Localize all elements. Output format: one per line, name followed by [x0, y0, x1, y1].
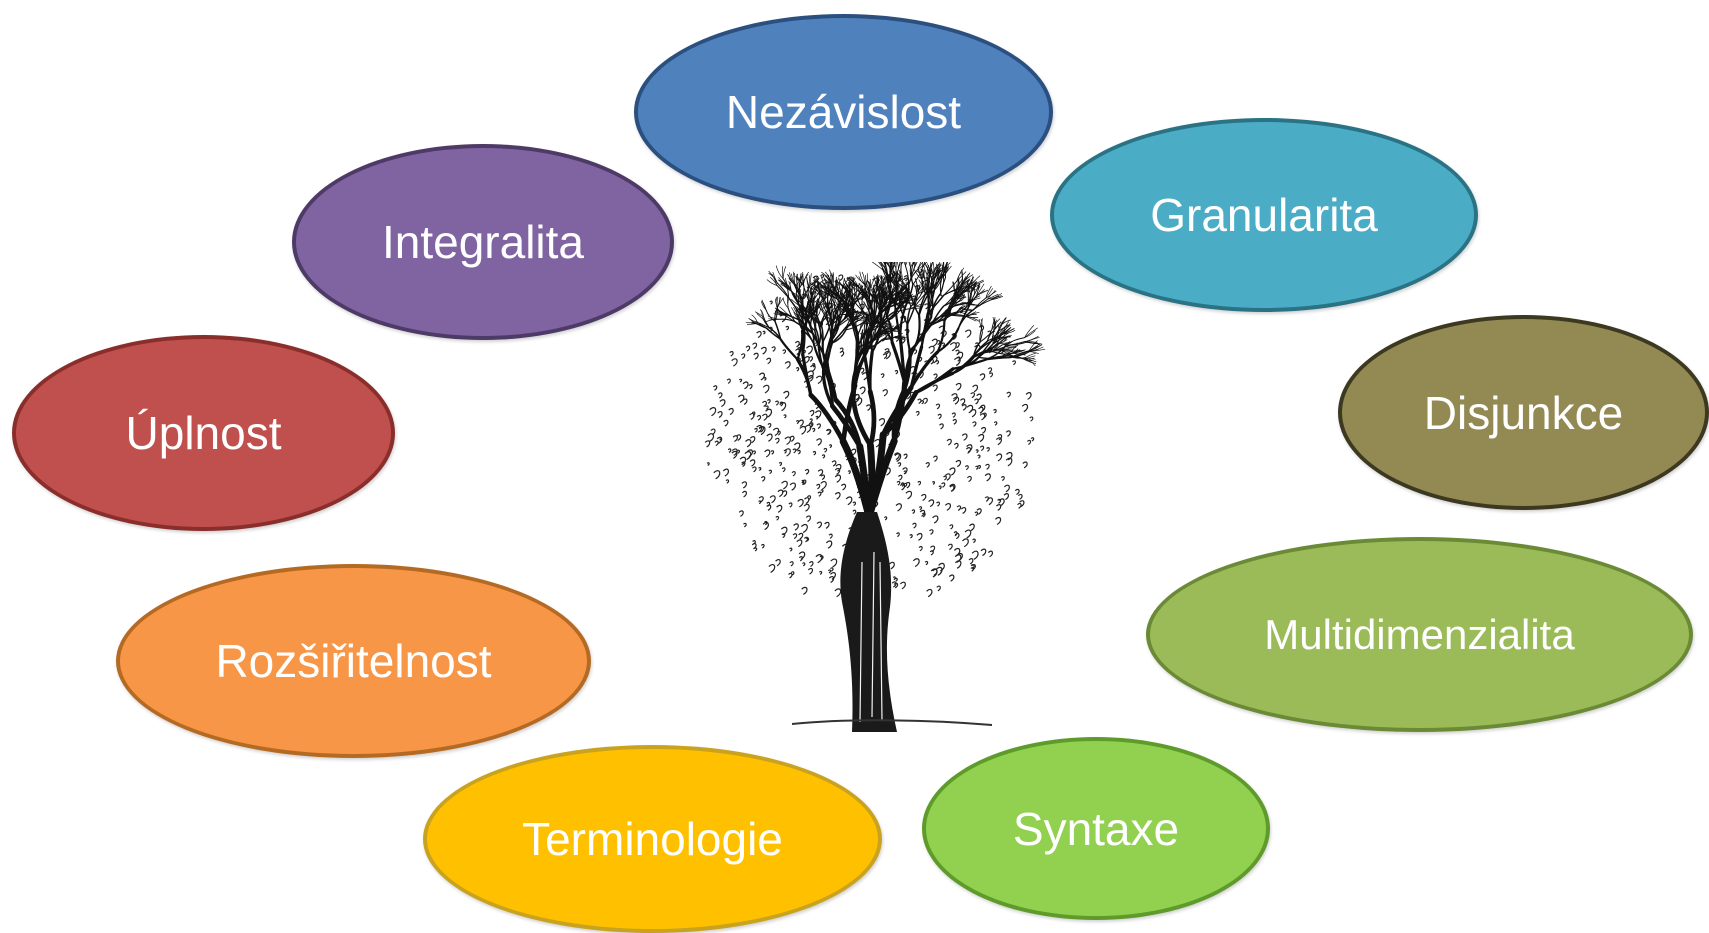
node-nezavislost: Nezávislost — [634, 14, 1053, 210]
tree-illustration — [704, 262, 1046, 732]
node-rozsiritelnost: Rozšiřitelnost — [116, 564, 591, 758]
node-uplnost: Úplnost — [12, 335, 395, 531]
node-label: Terminologie — [522, 813, 783, 865]
node-label: Úplnost — [125, 407, 282, 459]
node-label: Disjunkce — [1423, 386, 1624, 439]
node-granularita: Granularita — [1050, 118, 1478, 312]
node-multidimenzialita: Multidimenzialita — [1146, 537, 1693, 732]
node-integralita: Integralita — [292, 144, 674, 340]
ground-line — [791, 719, 993, 726]
node-label: Rozšiřitelnost — [215, 635, 492, 687]
node-syntaxe: Syntaxe — [922, 737, 1270, 920]
trunk — [840, 512, 897, 732]
node-label: Nezávislost — [725, 86, 962, 138]
node-disjunkce: Disjunkce — [1338, 315, 1709, 510]
node-terminologie: Terminologie — [423, 745, 882, 933]
node-label: Multidimenzialita — [1264, 610, 1575, 658]
node-label: Granularita — [1150, 189, 1378, 241]
node-label: Syntaxe — [1012, 802, 1180, 855]
node-label: Integralita — [381, 216, 584, 268]
